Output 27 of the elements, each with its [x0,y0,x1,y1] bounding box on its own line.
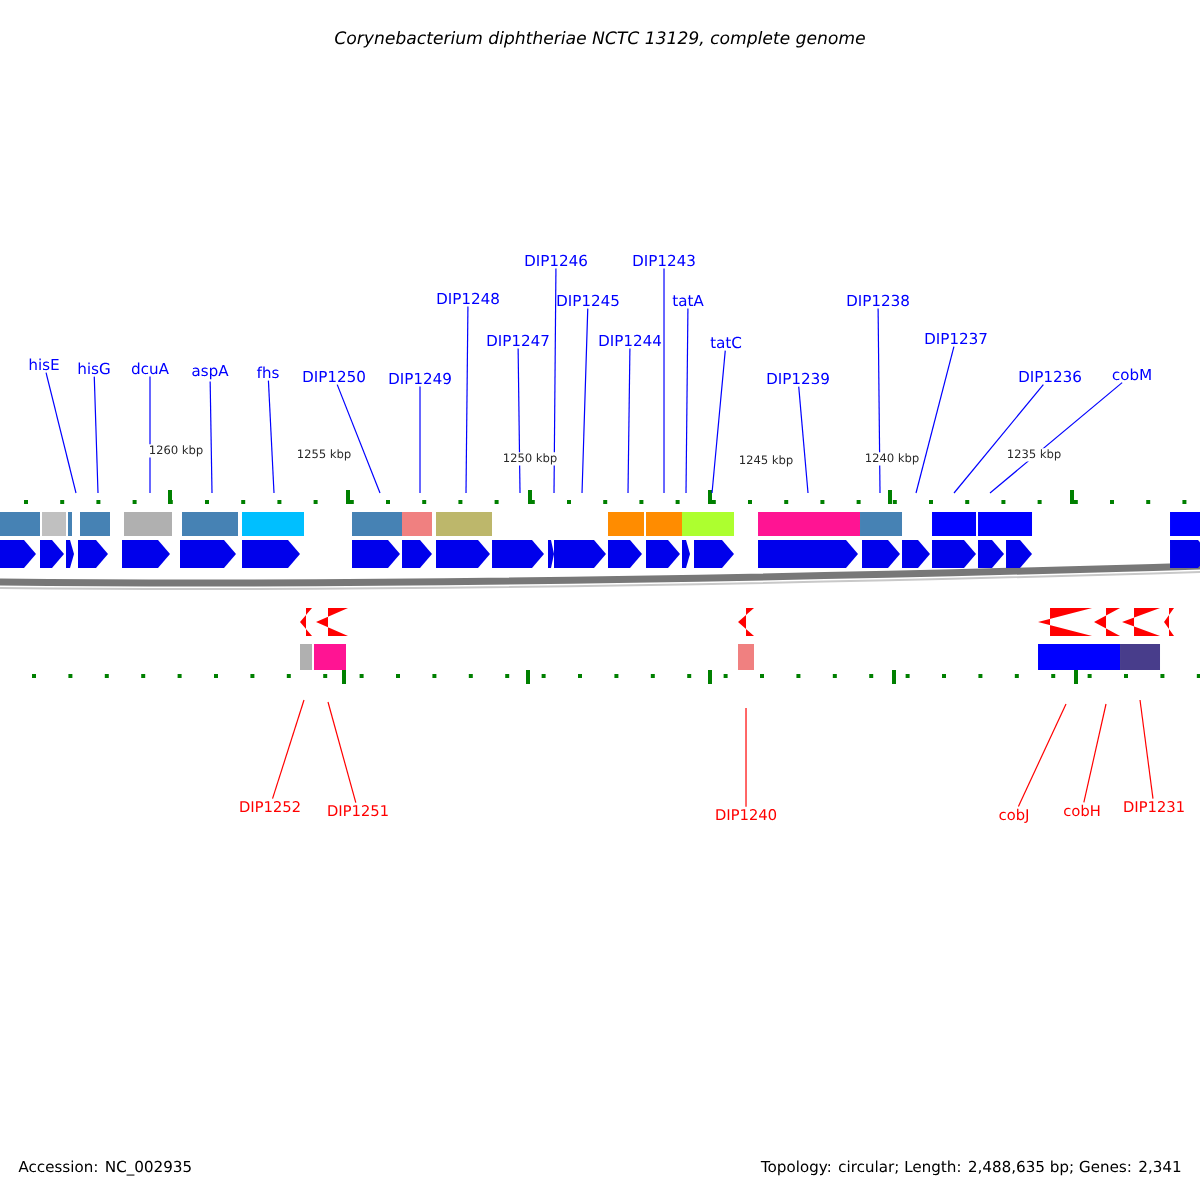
leader-line [877,308,881,494]
leader-line [627,347,631,494]
leader-line [581,308,589,494]
leader-line [953,384,1044,494]
leader-line [1083,703,1107,803]
leader-line [989,382,1123,494]
leader-line [1017,703,1067,807]
leader-line [271,699,305,800]
leader-line [209,380,213,494]
leader-line [915,346,955,494]
leader-line [419,386,421,494]
leader-line [798,386,809,494]
leader-line [327,701,357,804]
leader-line [1139,699,1154,800]
leader-line [553,268,557,494]
leader-line [465,306,469,494]
leader-line [663,268,665,494]
leader-line [336,384,381,494]
leader-line [745,707,747,808]
leader-line [149,376,151,494]
leader-line [267,380,275,494]
title: Corynebacterium diphtheriae NCTC 13129, complete genome [335,31,865,48]
leader-line [517,347,521,494]
leader-line [685,308,689,494]
leader-line [93,376,99,494]
leader-line [45,372,77,494]
leader-line [711,350,726,494]
